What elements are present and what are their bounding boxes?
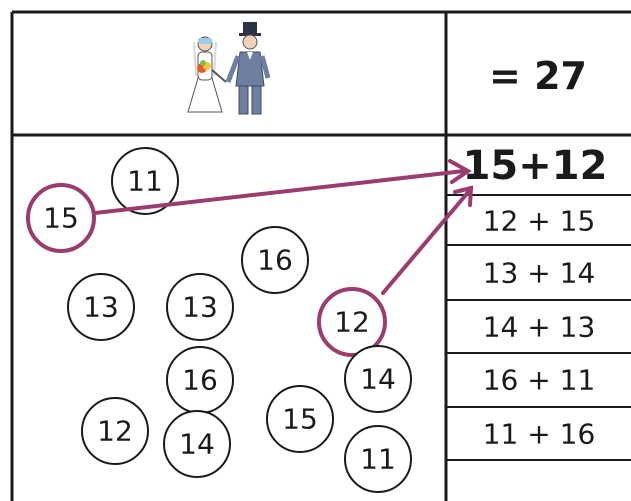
circle-15-label: 15 xyxy=(282,403,318,436)
circle-12: 12 xyxy=(81,397,149,465)
circle-15-highlighted-label: 15 xyxy=(43,202,79,235)
bride-figure xyxy=(187,36,227,113)
arrow-from-12 xyxy=(381,188,472,295)
arrow-from-15 xyxy=(93,169,466,215)
circle-13-a-label: 13 xyxy=(83,291,119,324)
circle-14-b: 14 xyxy=(163,410,231,478)
circle-16-a-label: 16 xyxy=(257,244,293,277)
circle-14-b-label: 14 xyxy=(179,428,215,461)
circle-12-highlighted-label: 12 xyxy=(334,306,370,339)
table-grid xyxy=(10,10,631,501)
arrow-head-15 xyxy=(448,159,472,184)
option-4: 16 + 11 xyxy=(483,364,596,397)
circle-11-a: 11 xyxy=(111,147,179,215)
bride-and-groom-picture xyxy=(187,22,271,115)
circle-12-label: 12 xyxy=(97,415,133,448)
circle-13-a: 13 xyxy=(67,273,135,341)
number-circles: 11 15 16 13 13 12 16 14 xyxy=(26,147,412,493)
arrow-head-12 xyxy=(453,185,474,207)
circle-16-b: 16 xyxy=(166,346,234,414)
circle-16-a: 16 xyxy=(241,226,309,294)
answer-text: 15+12 xyxy=(463,143,608,189)
arrows xyxy=(93,159,474,295)
circle-11-b-label: 11 xyxy=(360,443,396,476)
option-3: 14 + 13 xyxy=(483,311,596,344)
circle-16-b-label: 16 xyxy=(182,364,218,397)
circle-13-b: 13 xyxy=(166,273,234,341)
circle-11-b: 11 xyxy=(344,425,412,493)
option-5: 11 + 16 xyxy=(483,418,596,451)
circle-14-a-label: 14 xyxy=(360,363,396,396)
circle-15-highlighted: 15 xyxy=(26,183,96,253)
result-text: = 27 xyxy=(489,54,587,98)
groom-figure xyxy=(225,22,271,115)
option-2: 13 + 14 xyxy=(483,257,596,290)
circle-11-a-label: 11 xyxy=(127,165,163,198)
option-1: 12 + 15 xyxy=(483,205,596,238)
circle-12-highlighted: 12 xyxy=(317,287,387,357)
circle-15: 15 xyxy=(266,385,334,453)
circle-14-a: 14 xyxy=(344,345,412,413)
circle-13-b-label: 13 xyxy=(182,291,218,324)
